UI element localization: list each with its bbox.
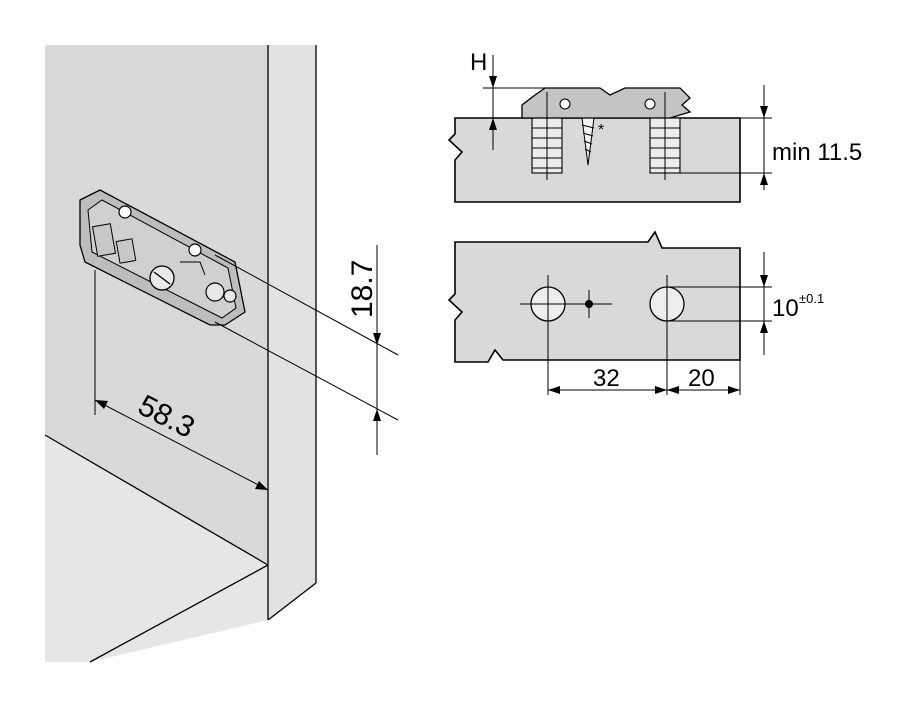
dim-label-hole-diameter: 10 [772, 295, 799, 322]
cabinet-side-panel [45, 45, 268, 565]
arrow-head [760, 321, 768, 333]
screw-asterisk: * [598, 122, 604, 139]
arrow-head [373, 409, 381, 421]
dim-line-58-3 [94, 399, 269, 491]
arrow-head [373, 333, 381, 345]
dim-label-18-7: 18.7 [346, 260, 379, 318]
arrow-head [760, 275, 768, 287]
arrow-head [760, 106, 768, 118]
plan-view: 10 ±0.1 32 20 [447, 230, 824, 395]
floor-diagonal-line [89, 564, 269, 663]
cabinet-front-edge [268, 45, 316, 620]
arrow-head [548, 386, 560, 394]
plan-panel [447, 230, 741, 363]
section-view: * H min 11.5 [447, 49, 862, 203]
arrow-head [667, 386, 679, 394]
ext-line-bottom [214, 321, 399, 421]
arrow-head [728, 386, 740, 394]
dim-label-min-thickness: min 11.5 [772, 139, 862, 166]
ext-line-top [214, 254, 399, 356]
arrow-head [95, 400, 108, 409]
mounting-plate-icon [521, 87, 692, 119]
bottom-corner-line [267, 582, 317, 621]
floor-line [44, 434, 269, 566]
arrow-head [489, 76, 497, 88]
arrow-head [655, 386, 667, 394]
arrow-head [760, 173, 768, 185]
dim-label-32: 32 [593, 365, 620, 392]
cabinet-bottom-panel [45, 435, 268, 662]
dim-label-hole-tolerance: ±0.1 [799, 291, 824, 306]
dim-label-h: H [470, 49, 487, 76]
cabinet-perspective-view: 18.7 58.3 [44, 45, 399, 663]
dim-label-20: 20 [688, 365, 715, 392]
arrow-head [255, 481, 268, 490]
arrow-head [489, 118, 497, 130]
mounting-plate-icon [79, 189, 246, 326]
